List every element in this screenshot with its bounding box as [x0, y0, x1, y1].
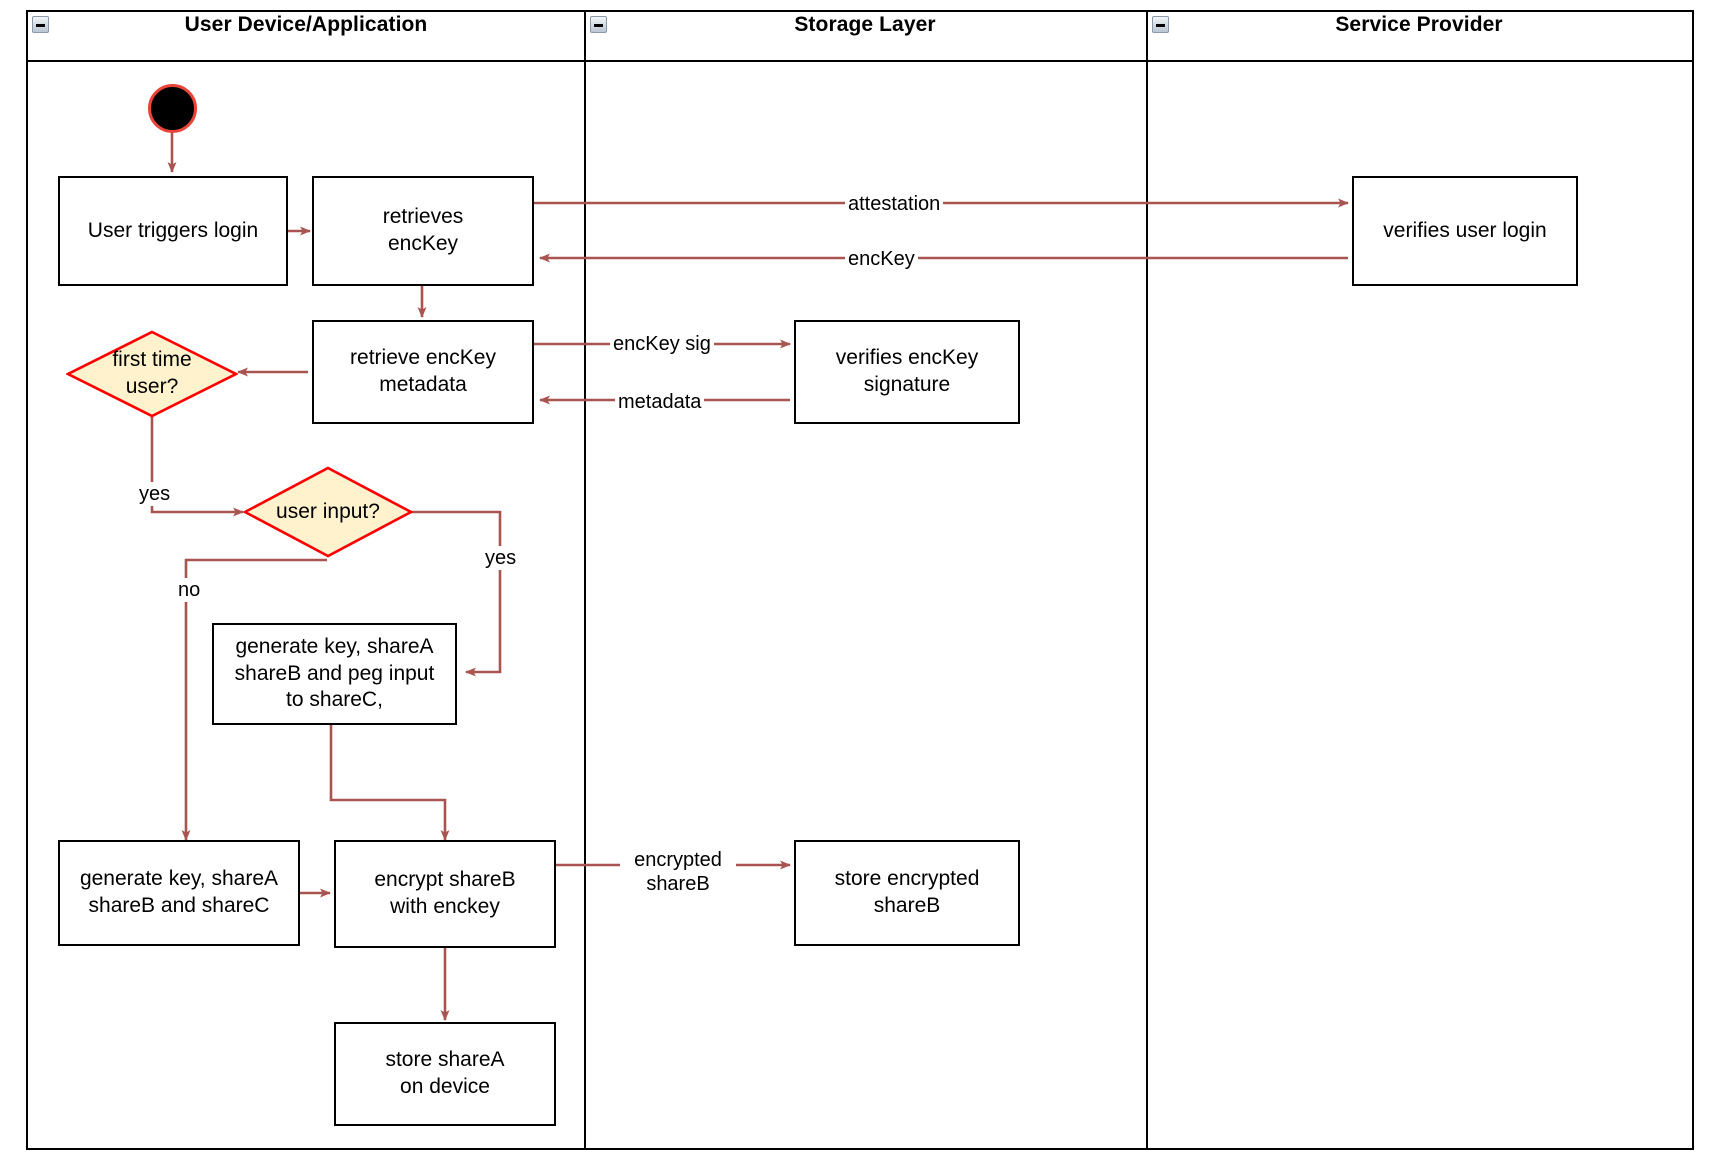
action-retrieve-enckey-metadata[interactable]: retrieve encKey metadata [312, 320, 534, 424]
action-verifies-enckey-signature[interactable]: verifies encKey signature [794, 320, 1020, 424]
lane-header-user-device: User Device/Application [28, 0, 584, 50]
action-store-encrypted-shareb[interactable]: store encrypted shareB [794, 840, 1020, 946]
decision-first-time-user-label: first time user? [112, 348, 192, 398]
decision-user-input[interactable]: user input? [243, 466, 413, 558]
lane-divider-1 [584, 12, 586, 1148]
edge-label-encrypted-shareb: encrypted shareB [620, 848, 736, 896]
collapse-minus-icon-service-provider[interactable] [1152, 16, 1169, 33]
action-encrypt-shareb[interactable]: encrypt shareB with enckey [334, 840, 556, 948]
lane-header-storage-layer: Storage Layer [584, 0, 1146, 50]
lane-title-user-device: User Device/Application [184, 13, 428, 36]
lane-title-service-provider: Service Provider [1335, 13, 1503, 36]
decision-user-input-label: user input? [276, 499, 380, 523]
edge-label-user-input-no: no [175, 578, 204, 602]
initial-node[interactable] [148, 84, 197, 133]
action-user-triggers-login[interactable]: User triggers login [58, 176, 288, 286]
edge-label-attestation: attestation [845, 192, 944, 216]
lane-header-service-provider: Service Provider [1146, 0, 1692, 50]
collapse-minus-icon-storage-layer[interactable] [590, 16, 607, 33]
collapse-minus-icon-user-device[interactable] [32, 16, 49, 33]
edge-label-first-time-yes: yes [136, 482, 174, 506]
swimlane-frame [26, 10, 1694, 1150]
lane-title-storage-layer: Storage Layer [794, 13, 936, 36]
header-divider [28, 60, 1692, 62]
edge-label-metadata: metadata [615, 390, 705, 414]
action-verifies-user-login[interactable]: verifies user login [1352, 176, 1578, 286]
decision-first-time-user[interactable]: first time user? [66, 330, 238, 418]
action-generate-peg-input[interactable]: generate key, shareA shareB and peg inpu… [212, 623, 457, 725]
edge-label-enckey: encKey [845, 247, 918, 271]
edge-label-user-input-yes: yes [482, 546, 520, 570]
lane-divider-2 [1146, 12, 1148, 1148]
action-retrieves-enckey[interactable]: retrieves encKey [312, 176, 534, 286]
action-generate-shares[interactable]: generate key, shareA shareB and shareC [58, 840, 300, 946]
edge-label-enckey-sig: encKey sig [610, 332, 714, 356]
action-store-sharea[interactable]: store shareA on device [334, 1022, 556, 1126]
